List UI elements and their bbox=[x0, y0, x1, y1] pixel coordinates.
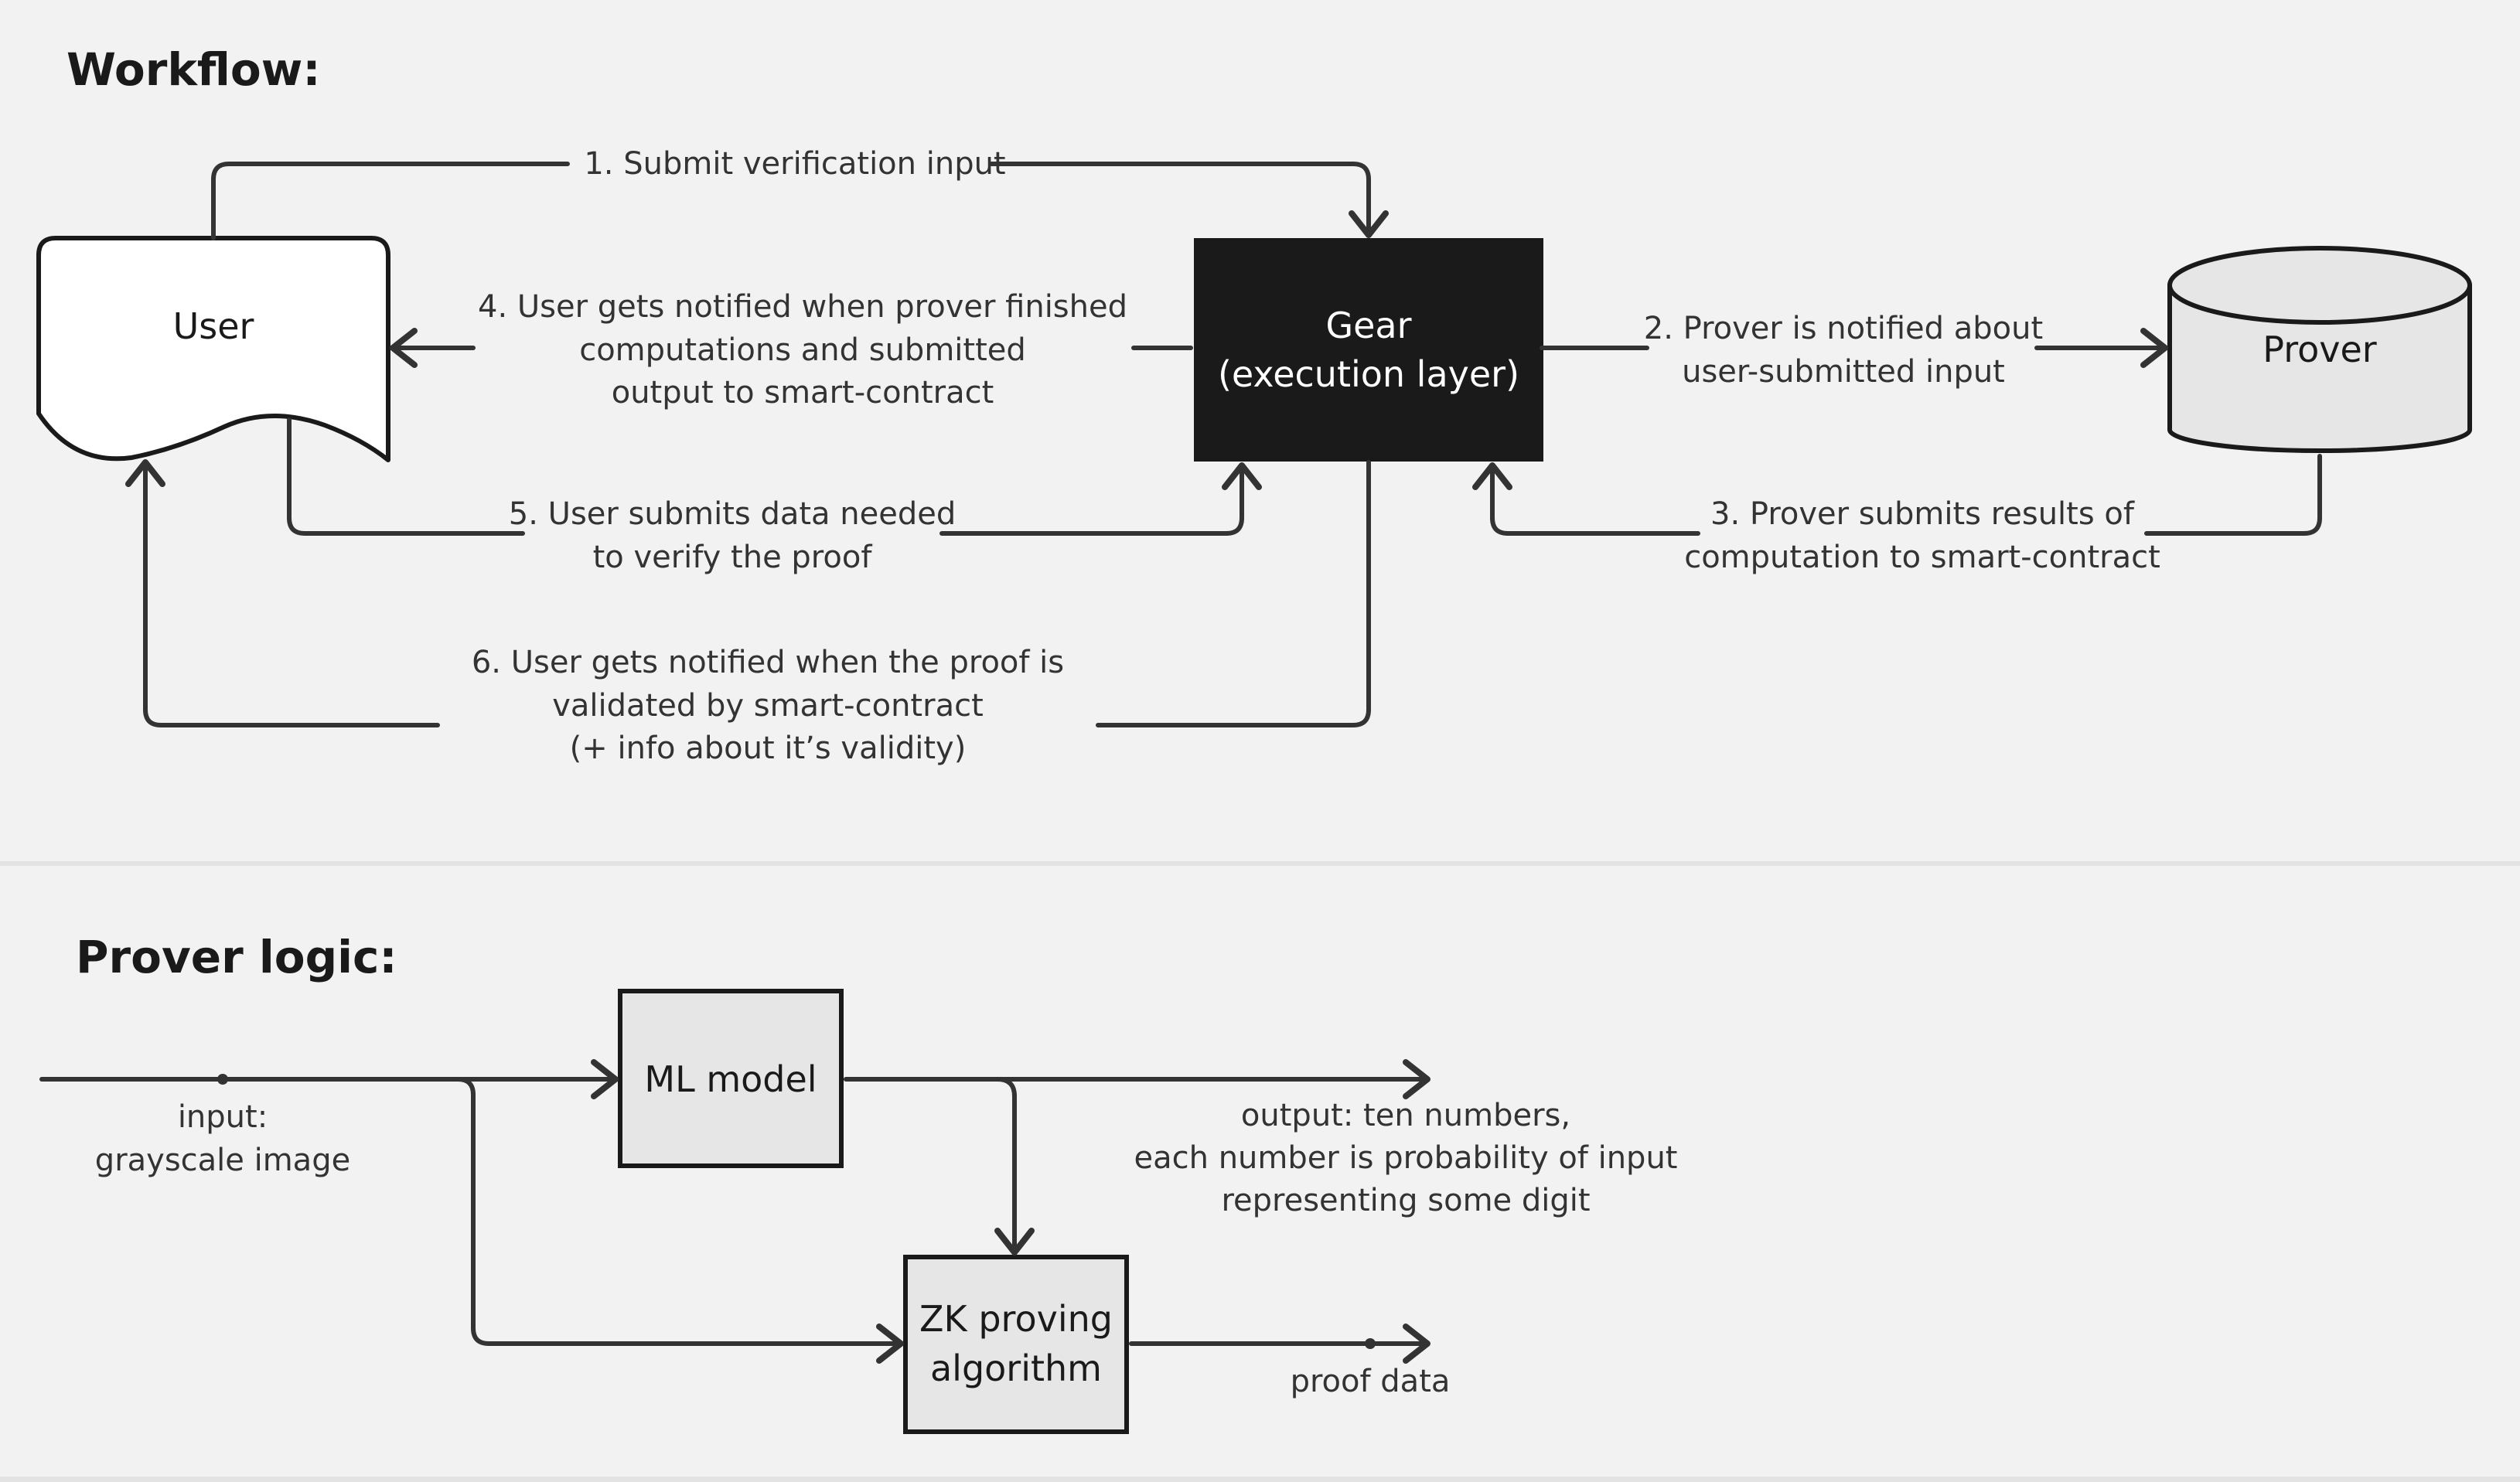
edge-ml-to-zk bbox=[994, 1077, 1035, 1255]
edge-output-arrowhead bbox=[1403, 1059, 1431, 1099]
edge-step-4-label-line3: output to smart-contract bbox=[612, 375, 994, 411]
edge-step-4-label-line2: computations and submitted bbox=[579, 332, 1026, 368]
ml-model-node-label: ML model bbox=[644, 1058, 817, 1100]
edge-step-2-arrowhead bbox=[2140, 328, 2168, 368]
edge-step-1-segment-b bbox=[989, 162, 1371, 237]
edge-step-1-segment-a bbox=[211, 162, 570, 240]
edge-step-1: 1. Submit verification input bbox=[211, 146, 1389, 240]
edge-input-label-line1: input: bbox=[178, 1099, 268, 1135]
edge-step-3-label-line2: computation to smart-contract bbox=[1684, 540, 2160, 575]
ml-model-node-shape bbox=[618, 989, 844, 1168]
edge-step-6-label-line3: (+ info about it’s validity) bbox=[570, 731, 967, 766]
edge-proof: proof data bbox=[1129, 1324, 1451, 1399]
edge-step-5-arrowhead bbox=[1222, 462, 1262, 490]
edge-output: output: ten numbers, each number is prob… bbox=[844, 1059, 1678, 1218]
gear-node-shape bbox=[1194, 238, 1543, 462]
gear-node-label-line1: Gear bbox=[1325, 305, 1411, 346]
edge-step-6-label-line2: validated by smart-contract bbox=[552, 688, 984, 724]
edge-input-arrowhead bbox=[591, 1059, 619, 1099]
edge-step-1-arrowhead bbox=[1349, 210, 1389, 238]
edge-proof-arrowhead bbox=[1403, 1324, 1431, 1364]
prover-node: Prover bbox=[2167, 246, 2472, 453]
user-node: User bbox=[36, 236, 390, 462]
edge-step-2: 2. Prover is notified about user-submitt… bbox=[1540, 311, 2168, 390]
edge-step-3-segment-a bbox=[2144, 454, 2322, 536]
edge-step-6: 6. User gets notified when the proof is … bbox=[125, 459, 1371, 766]
edge-step-5-label-line1: 5. User submits data needed bbox=[509, 496, 956, 532]
edge-output-label-line1: output: ten numbers, bbox=[1241, 1098, 1570, 1133]
user-node-shape bbox=[36, 236, 390, 462]
prover-node-body bbox=[2167, 285, 2472, 453]
edge-ml-to-zk-line bbox=[995, 1077, 1017, 1255]
edge-step-5-segment-a bbox=[287, 417, 525, 536]
prover-node-label: Prover bbox=[2263, 329, 2376, 370]
edge-proof-label-line1: proof data bbox=[1291, 1364, 1451, 1399]
edge-proof-dot bbox=[1365, 1338, 1376, 1349]
edge-input-to-zk-arrowhead bbox=[876, 1324, 904, 1364]
edge-step-3-label-line1: 3. Prover submits results of bbox=[1710, 496, 2135, 532]
gear-node-label-line2: (execution layer) bbox=[1218, 353, 1519, 395]
edge-step-2-label-line2: user-submitted input bbox=[1682, 354, 2005, 390]
edge-step-1-label-line1: 1. Submit verification input bbox=[584, 146, 1005, 182]
edge-output-label-line2: each number is probability of input bbox=[1134, 1140, 1678, 1176]
zk-proving-node-label-line2: algorithm bbox=[930, 1347, 1102, 1389]
edge-step-3-arrowhead bbox=[1472, 462, 1512, 490]
prover-logic-section: Prover logic: ML model ZK proving algori… bbox=[39, 931, 1678, 1434]
edge-step-3-segment-b bbox=[1490, 463, 1700, 536]
edge-input-to-zk bbox=[455, 1077, 904, 1364]
edge-input-to-zk-line bbox=[455, 1077, 903, 1346]
edge-input-dot bbox=[217, 1074, 228, 1085]
ml-model-node: ML model bbox=[618, 989, 844, 1168]
edge-step-3: 3. Prover submits results of computation… bbox=[1472, 454, 2322, 575]
edge-step-4-label-line1: 4. User gets notified when prover finish… bbox=[478, 289, 1127, 325]
edge-step-6-segment-b bbox=[143, 460, 440, 727]
prover-logic-title: Prover logic: bbox=[76, 931, 397, 983]
edge-step-4: 4. User gets notified when prover finish… bbox=[390, 289, 1193, 411]
zk-proving-node-label-line1: ZK proving bbox=[919, 1298, 1113, 1340]
edge-step-5-segment-b bbox=[939, 463, 1244, 536]
edge-step-6-arrowhead bbox=[125, 459, 165, 487]
edge-input-label-line2: grayscale image bbox=[95, 1143, 350, 1178]
edge-input: input: grayscale image bbox=[39, 1059, 619, 1178]
zk-proving-node: ZK proving algorithm bbox=[903, 1255, 1129, 1434]
section-divider bbox=[0, 861, 2520, 866]
edge-ml-to-zk-arrowhead bbox=[994, 1228, 1035, 1255]
edge-step-5-label-line2: to verify the proof bbox=[593, 540, 873, 575]
workflow-title: Workflow: bbox=[66, 43, 321, 96]
bottom-border bbox=[0, 1477, 2520, 1482]
workflow-section: Workflow: User Gear (execution layer) Pr… bbox=[36, 43, 2472, 766]
gear-node: Gear (execution layer) bbox=[1194, 238, 1543, 462]
edge-step-5: 5. User submits data needed to verify th… bbox=[287, 417, 1262, 575]
edge-step-6-label-line1: 6. User gets notified when the proof is bbox=[472, 645, 1064, 680]
prover-node-top bbox=[2167, 246, 2472, 325]
user-node-label: User bbox=[173, 305, 254, 347]
edge-step-4-arrowhead bbox=[390, 328, 418, 368]
edge-step-6-segment-a bbox=[1096, 460, 1371, 727]
edge-output-label-line3: representing some digit bbox=[1221, 1183, 1590, 1218]
edge-step-2-label-line1: 2. Prover is notified about bbox=[1644, 311, 2043, 346]
zk-proving-node-shape bbox=[903, 1255, 1129, 1434]
